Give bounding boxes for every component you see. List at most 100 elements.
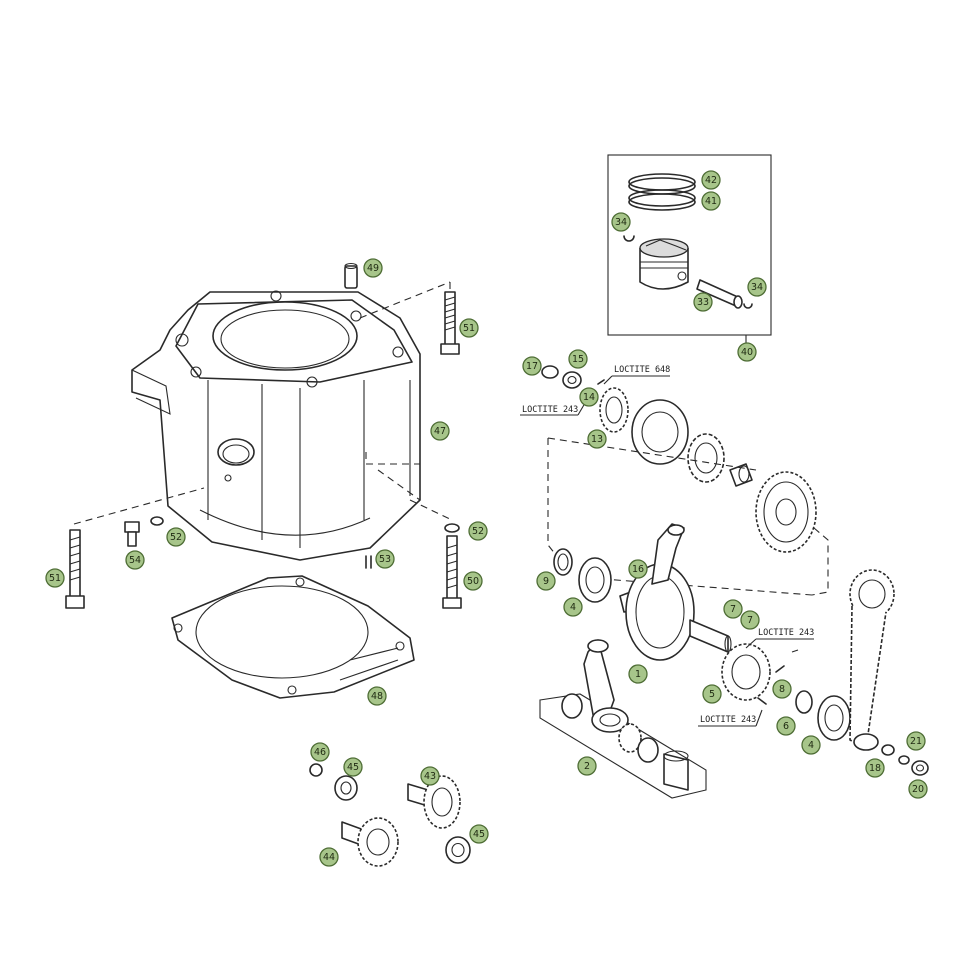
shaft-seal xyxy=(553,548,573,576)
balancer-shaft-gear-upper xyxy=(407,775,461,829)
guide-line-left xyxy=(547,438,561,561)
callout-c34a: 34 xyxy=(611,212,631,232)
callout-c52a: 52 xyxy=(166,527,186,547)
callout-badge xyxy=(908,779,928,799)
balancer-weight-disc xyxy=(631,399,689,465)
callout-badge xyxy=(747,277,767,297)
piston-inset-frame xyxy=(607,154,772,336)
callout-badge xyxy=(628,664,648,684)
callout-c44: 44 xyxy=(319,847,339,867)
callout-c53: 53 xyxy=(375,549,395,569)
callout-number: 7 xyxy=(747,615,753,626)
callout-number: 1 xyxy=(635,669,641,680)
callout-badge xyxy=(430,421,450,441)
callout-c7a: 7 xyxy=(723,599,743,619)
callout-number: 53 xyxy=(379,554,391,565)
callout-c21: 21 xyxy=(906,731,926,751)
balancer-bearing xyxy=(541,365,559,379)
bleed-screw xyxy=(124,521,140,547)
balancer-shaft-gear-lower xyxy=(341,817,399,867)
callout-c16: 16 xyxy=(628,559,648,579)
sealing-washer-right xyxy=(444,523,460,533)
callout-c46: 46 xyxy=(310,742,330,762)
callout-c4b: 4 xyxy=(801,735,821,755)
callout-badge xyxy=(568,349,588,369)
loctite-label-243-c: LOCTITE 243 xyxy=(700,715,756,725)
balancer-pin xyxy=(597,379,605,385)
callout-c20: 20 xyxy=(908,779,928,799)
sealing-washer-left xyxy=(150,516,164,526)
piston-inset xyxy=(607,154,772,344)
callout-c54: 54 xyxy=(125,550,145,570)
callout-badge xyxy=(522,356,542,376)
cylinder-block xyxy=(131,290,421,561)
conrod-kit xyxy=(539,639,707,799)
callout-badge xyxy=(611,212,631,232)
callout-c33: 33 xyxy=(693,292,713,312)
stud-bolt-left xyxy=(65,529,85,609)
callout-number: 5 xyxy=(709,689,715,700)
callout-number: 17 xyxy=(526,361,538,372)
callout-badge xyxy=(628,559,648,579)
callout-c43: 43 xyxy=(420,766,440,786)
large-balancer-gear xyxy=(755,471,817,553)
callout-c5: 5 xyxy=(702,684,722,704)
loctite-label-648: LOCTITE 648 xyxy=(614,365,670,375)
callout-number: 48 xyxy=(371,691,383,702)
dowel-sleeve xyxy=(344,262,358,289)
timing-chain xyxy=(849,569,895,751)
callout-c14: 14 xyxy=(579,387,599,407)
guide-line-bolt-right xyxy=(409,499,453,521)
callout-badge xyxy=(723,599,743,619)
callout-c42: 42 xyxy=(701,170,721,190)
callout-c15: 15 xyxy=(568,349,588,369)
callout-number: 6 xyxy=(783,721,789,732)
guide-line-bolt-left xyxy=(73,487,205,525)
piston-rings xyxy=(628,173,696,211)
balancer-bearing-b xyxy=(445,836,471,864)
callout-badge xyxy=(363,258,383,278)
callout-badge xyxy=(801,735,821,755)
callout-c34b: 34 xyxy=(747,277,767,297)
callout-badge xyxy=(463,571,483,591)
callout-badge xyxy=(536,571,556,591)
loctite-note-648: LOCTITE 648 xyxy=(603,365,670,385)
callout-number: 52 xyxy=(472,526,484,537)
callout-number: 51 xyxy=(463,323,475,334)
callout-number: 21 xyxy=(910,736,922,747)
callout-badge xyxy=(45,568,65,588)
callout-number: 43 xyxy=(424,771,436,782)
circlip-left xyxy=(623,235,635,242)
callout-badge xyxy=(701,191,721,211)
crankshaft xyxy=(619,523,732,661)
circlip-right xyxy=(743,303,753,309)
callout-badge xyxy=(166,527,186,547)
callout-badge xyxy=(702,684,722,704)
balancer-drive-gear xyxy=(599,387,629,433)
callout-number: 51 xyxy=(49,573,61,584)
callout-number: 34 xyxy=(615,217,627,228)
callout-number: 45 xyxy=(347,762,359,773)
callout-badge xyxy=(367,686,387,706)
callout-c52b: 52 xyxy=(468,521,488,541)
loctite-note-243-c: LOCTITE 243 xyxy=(698,709,763,727)
callout-number: 40 xyxy=(741,347,753,358)
crankshaft-gear xyxy=(721,643,771,701)
gear-bolt-upper xyxy=(775,665,785,673)
callout-c48: 48 xyxy=(367,686,387,706)
callout-badge xyxy=(577,756,597,776)
callout-c2: 2 xyxy=(577,756,597,776)
callout-badge xyxy=(420,766,440,786)
callout-number: 52 xyxy=(170,532,182,543)
callout-number: 2 xyxy=(584,761,590,772)
callout-c9: 9 xyxy=(536,571,556,591)
callout-number: 42 xyxy=(705,175,717,186)
cylinder-base-gasket xyxy=(171,575,415,699)
callout-number: 45 xyxy=(473,829,485,840)
stud-bolt-right xyxy=(442,535,462,609)
callout-badge xyxy=(701,170,721,190)
dowel-pin xyxy=(365,555,372,569)
